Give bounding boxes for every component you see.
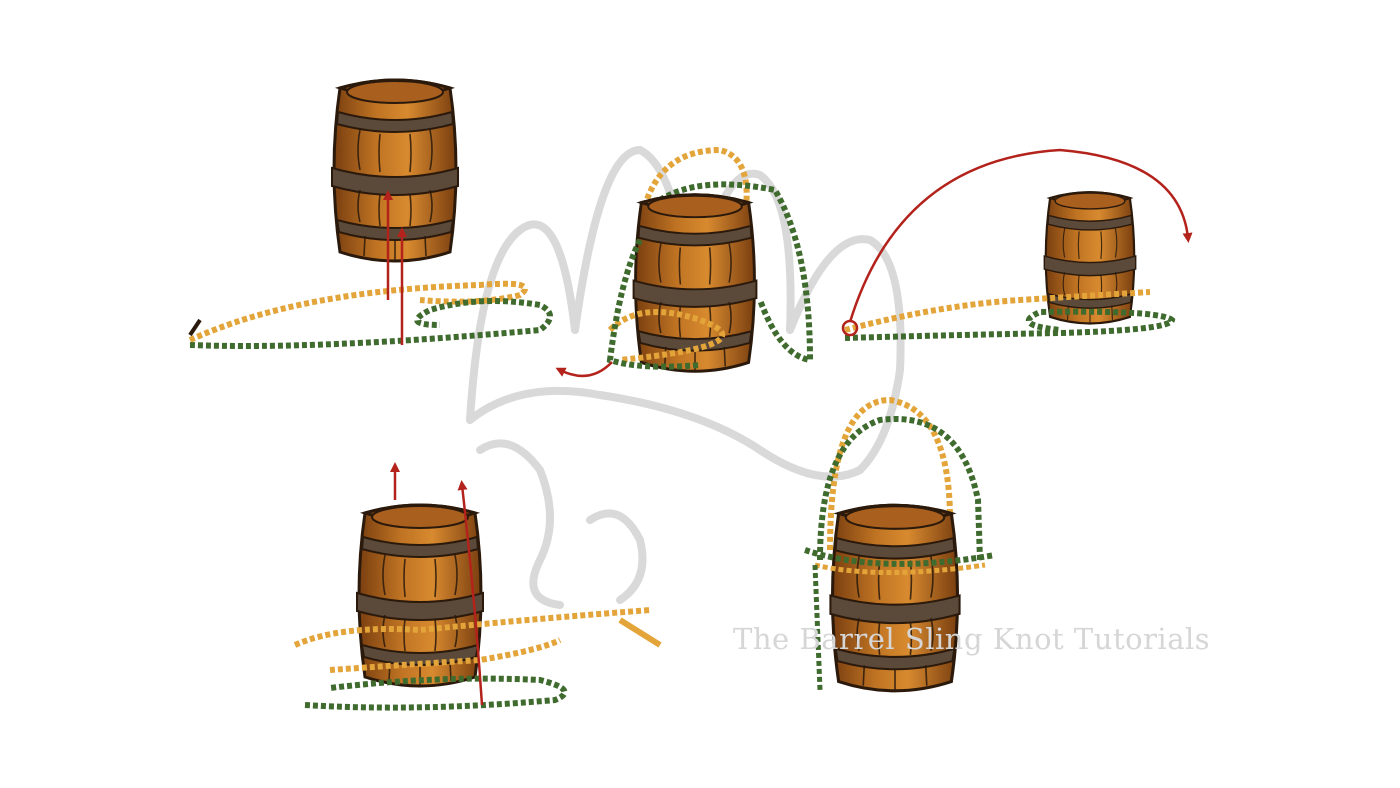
step-5-illustration — [804, 396, 996, 693]
curved-arrow-icon — [555, 361, 613, 378]
step-1-illustration — [188, 78, 553, 349]
rope-icon — [188, 280, 528, 343]
rope-icon — [293, 607, 651, 648]
rope-handle-icon — [637, 146, 750, 241]
watermark-text: The Barrel Sling Knot Tutorials — [733, 622, 1211, 656]
barrel-icon — [632, 193, 758, 373]
barrel-icon — [828, 503, 962, 693]
rope-icon — [607, 309, 726, 363]
up-arrow-icon — [457, 480, 484, 706]
rope-icon — [844, 289, 1151, 333]
step-4-illustration — [293, 462, 662, 711]
barrel-icon — [330, 78, 460, 263]
barrel-icon — [1043, 191, 1137, 325]
barrel-icon — [355, 503, 485, 688]
arc-arrow-icon — [848, 148, 1193, 323]
rope-handle-icon — [827, 396, 953, 551]
step-3-illustration — [841, 148, 1193, 341]
step-2-illustration — [555, 146, 814, 378]
